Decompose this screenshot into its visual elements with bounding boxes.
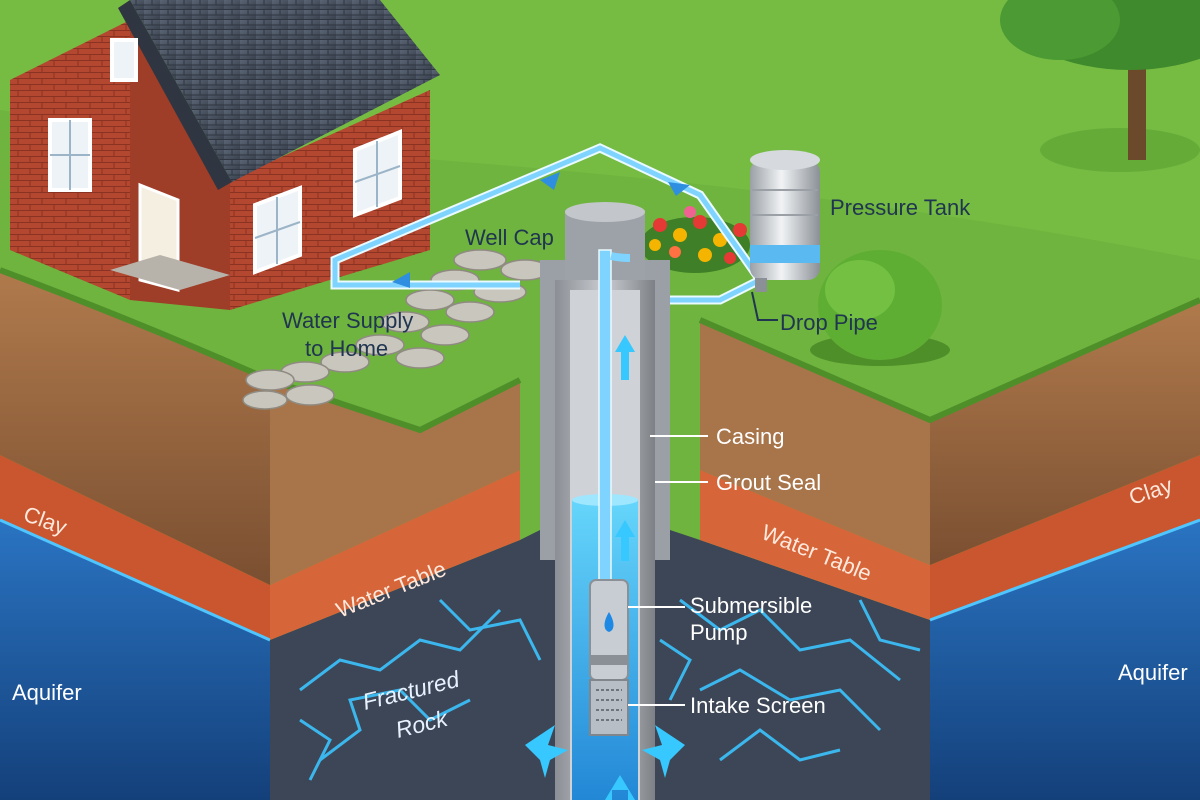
grass-edge-right (698, 297, 1200, 424)
soil-layer-left (0, 270, 270, 585)
soil-layer-center-right (700, 320, 930, 565)
bush (810, 250, 950, 366)
drop-pipe (598, 249, 612, 581)
drop-pipe-leader (751, 291, 778, 321)
well-cap-label: Well Cap (465, 225, 554, 250)
pressure-tank (750, 150, 820, 292)
clay-layer-center-right (700, 470, 930, 620)
casing-label: Casing (716, 424, 784, 449)
submersible-pump (589, 579, 629, 681)
clay-layer-right (930, 455, 1200, 620)
water-supply-label-line1: Water Supply (282, 308, 413, 333)
tree (1000, 0, 1200, 172)
house-roof (130, 0, 440, 182)
submersible-pump-label-line2: Pump (690, 620, 747, 645)
submersible-pump-label-line1: Submersible (690, 593, 812, 618)
aquifer-right (930, 520, 1200, 800)
aquifer-left (0, 520, 270, 800)
flow-arrow-icon (615, 335, 635, 561)
house (10, 0, 440, 310)
grout-seal-label: Grout Seal (716, 470, 821, 495)
clay-layer-center-left (270, 470, 520, 640)
aquifer-label-left: Aquifer (12, 680, 82, 705)
water-table-line-left (0, 518, 271, 642)
pressure-tank-label: Pressure Tank (830, 195, 971, 220)
rock-fractures (299, 598, 921, 781)
drop-pipe-label: Drop Pipe (780, 310, 878, 335)
soil-layer-center-left (270, 380, 520, 585)
soil-layer-right (930, 300, 1200, 565)
water-drop-icon (604, 612, 614, 632)
roof-ridge (118, 0, 232, 190)
aquifer-label-right: Aquifer (1118, 660, 1188, 685)
intake-screen (589, 679, 629, 736)
house-step (110, 255, 230, 290)
flow-arrow-icon (392, 172, 690, 288)
water-supply-label-line2: to Home (305, 336, 388, 361)
intake-screen-label: Intake Screen (690, 693, 826, 718)
clay-layer-left (0, 455, 270, 640)
inflow-arrow-icon (525, 725, 685, 800)
water-table-line-right (929, 518, 1200, 622)
